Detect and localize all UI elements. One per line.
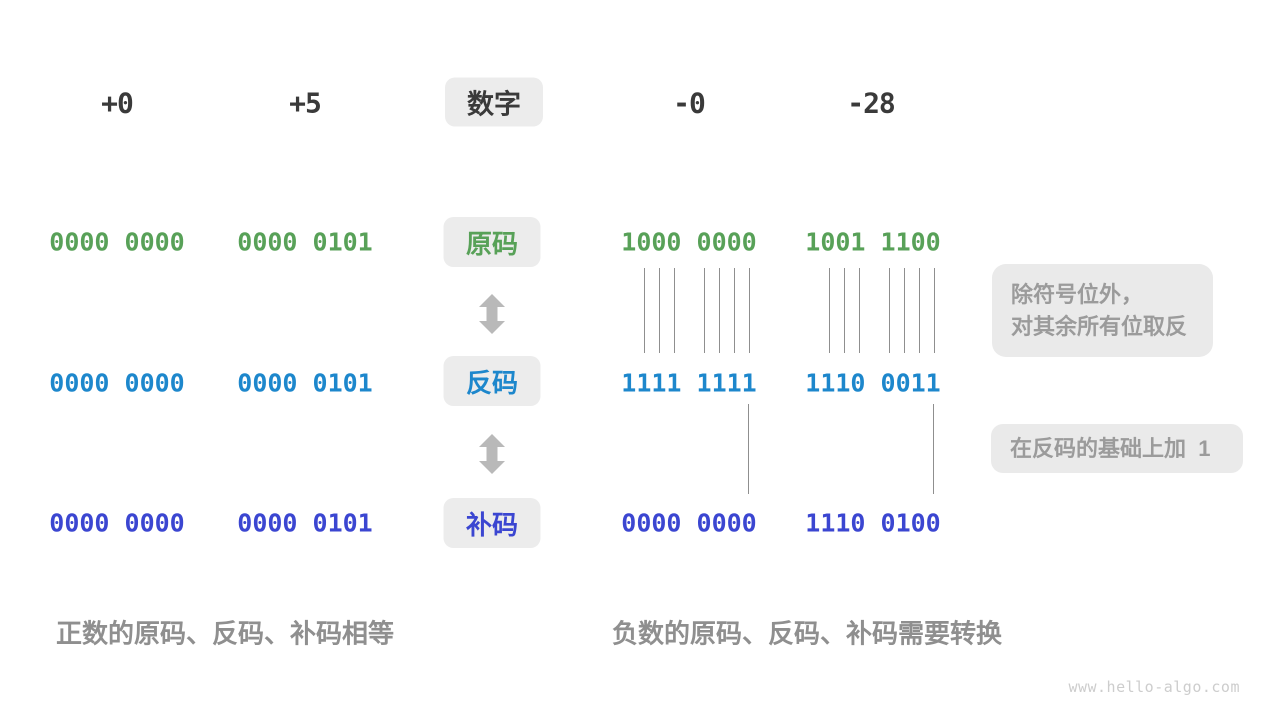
number-label-chip: 数字 (445, 77, 543, 127)
sign-magnitude-value-plus5: 0000 0101 (237, 227, 373, 257)
twos-complement-chip-text: 补码 (465, 509, 518, 540)
sign-magnitude-value-minus28: 1001 1100 (805, 227, 941, 257)
flip-bits-annotation-line1: 除符号位外， (1011, 281, 1144, 307)
tick-line (904, 268, 905, 353)
tick-line (644, 268, 645, 353)
add-one-annotation-line1: 在反码的基础上加 1 (1010, 435, 1211, 461)
header-plus-zero: +0 (101, 86, 134, 120)
tick-line (749, 268, 750, 353)
twos-complement-value-plus5: 0000 0101 (237, 508, 373, 538)
flip-bits-annotation-line2: 对其余所有位取反 (1011, 313, 1188, 339)
watermark-url: www.hello-algo.com (1068, 678, 1240, 696)
positive-numbers-caption: 正数的原码、反码、补码相等 (56, 618, 395, 649)
tick-line (674, 268, 675, 353)
flip-bits-annotation: 除符号位外， 对其余所有位取反 (992, 264, 1213, 357)
tick-line (859, 268, 860, 353)
bit-flip-ticks-minus28 (829, 268, 935, 353)
ones-complement-value-minus0: 1111 1111 (621, 368, 757, 398)
header-minus-twentyeight: -28 (847, 86, 896, 120)
header-plus-five: +5 (289, 86, 322, 120)
tick-line (934, 268, 935, 353)
twos-complement-chip: 补码 (443, 498, 541, 548)
number-label-text: 数字 (467, 89, 521, 120)
ones-complement-value-plus0: 0000 0000 (49, 368, 185, 398)
sign-magnitude-chip: 原码 (443, 217, 541, 267)
updown-arrow-icon (479, 434, 505, 474)
tick-line (659, 268, 660, 353)
tick-line (734, 268, 735, 353)
twos-complement-value-minus0: 0000 0000 (621, 508, 757, 538)
tick-line (704, 268, 705, 353)
tick-line (844, 268, 845, 353)
ones-complement-chip-text: 反码 (465, 367, 518, 398)
sign-magnitude-value-plus0: 0000 0000 (49, 227, 185, 257)
negative-numbers-caption: 负数的原码、反码、补码需要转换 (612, 618, 1003, 649)
tick-line (889, 268, 890, 353)
ones-complement-chip: 反码 (443, 356, 541, 406)
tick-line (829, 268, 830, 353)
tick-line (919, 268, 920, 353)
add-one-line-minus28 (933, 404, 934, 494)
add-one-annotation: 在反码的基础上加 1 (991, 424, 1243, 473)
twos-complement-value-minus28: 1110 0100 (805, 508, 941, 538)
add-one-line-minus0 (748, 404, 749, 494)
updown-arrow-icon (479, 294, 505, 334)
ones-complement-value-minus28: 1110 0011 (805, 368, 941, 398)
bit-flip-ticks-minus0 (644, 268, 750, 353)
twos-complement-value-plus0: 0000 0000 (49, 508, 185, 538)
ones-complement-value-plus5: 0000 0101 (237, 368, 373, 398)
sign-magnitude-value-minus0: 1000 0000 (621, 227, 757, 257)
sign-magnitude-chip-text: 原码 (465, 228, 518, 259)
tick-line (719, 268, 720, 353)
header-minus-zero: -0 (673, 86, 706, 120)
